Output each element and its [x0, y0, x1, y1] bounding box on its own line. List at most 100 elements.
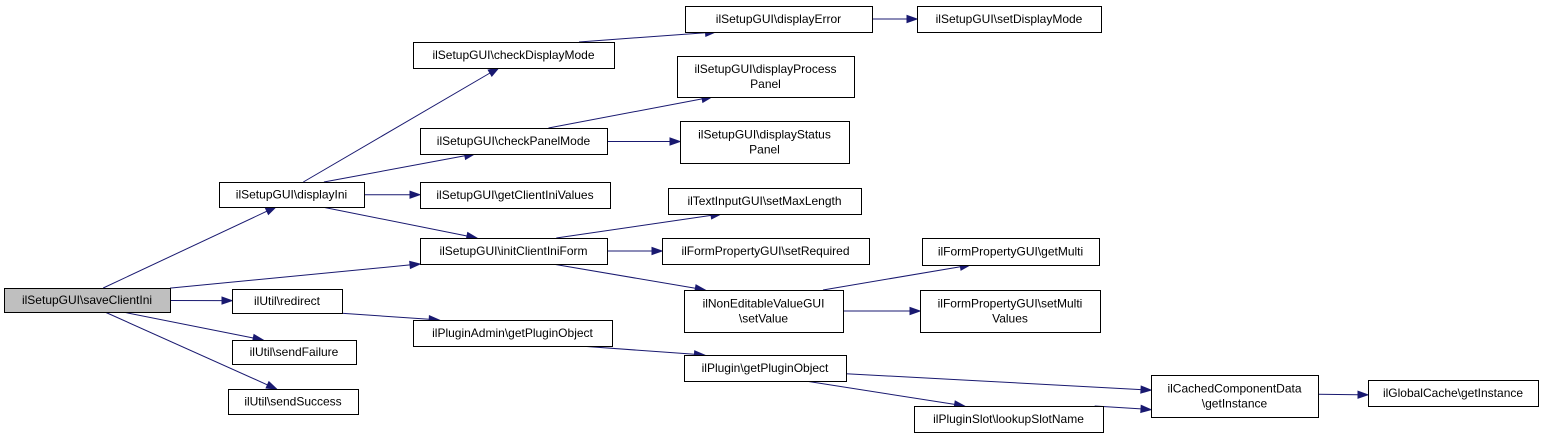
edge-line	[552, 263, 696, 289]
node-checkPanelMode[interactable]: ilSetupGUI\checkPanelMode	[420, 128, 608, 155]
edge-setValue-to-setMultiValues	[843, 306, 922, 316]
node-lookupSlotName[interactable]: ilPluginSlot\lookupSlotName	[914, 406, 1104, 433]
node-box	[668, 188, 862, 215]
node-saveClientIni[interactable]: ilSetupGUI\saveClientIni	[4, 288, 171, 313]
node-getClientIniValues[interactable]: ilSetupGUI\getClientIniValues	[420, 182, 611, 209]
node-cachedGetInstance[interactable]: ilCachedComponentData\getInstance	[1151, 375, 1319, 418]
edge-setValue-to-getMulti	[822, 262, 972, 291]
node-setRequired[interactable]: ilFormPropertyGUI\setRequired	[662, 238, 870, 265]
node-displayIni[interactable]: ilSetupGUI\displayIni	[219, 182, 365, 208]
edge-line	[322, 206, 468, 237]
node-box	[413, 320, 613, 347]
arrowhead-icon	[1357, 390, 1370, 399]
edge-line	[102, 210, 268, 289]
node-box	[420, 128, 608, 155]
node-label: ilFormPropertyGUI\setRequired	[681, 244, 849, 258]
node-redirect[interactable]: ilUtil\redirect	[232, 289, 343, 314]
node-box	[662, 238, 870, 265]
node-label: ilSetupGUI\initClientIniForm	[439, 244, 587, 258]
arrowhead-icon	[669, 137, 682, 146]
arrowhead-icon	[487, 67, 500, 77]
edge-line	[556, 214, 712, 239]
node-displayError[interactable]: ilSetupGUI\displayError	[685, 6, 873, 33]
edge-line	[104, 311, 268, 386]
node-box	[232, 340, 357, 365]
arrowhead-icon	[1140, 385, 1153, 394]
node-box	[413, 42, 615, 69]
node-sendFailure[interactable]: ilUtil\sendFailure	[232, 340, 357, 365]
node-label: \getInstance	[1202, 397, 1268, 411]
node-label: Panel	[750, 77, 781, 91]
edge-line	[122, 311, 254, 339]
edge-checkPanelMode-to-displayStatusPanel	[607, 137, 682, 146]
node-box	[914, 406, 1104, 433]
arrowhead-icon	[409, 190, 422, 199]
edge-line	[579, 345, 695, 355]
node-getPluginObject[interactable]: ilPlugin\getPluginObject	[684, 355, 847, 382]
arrowhead-icon	[651, 246, 664, 256]
edge-initClientIniForm-to-setMaxLength	[556, 211, 723, 239]
node-label: ilTextInputGUI\setMaxLength	[687, 194, 841, 208]
arrowhead-icon	[909, 306, 922, 316]
arrowhead-icon	[264, 206, 278, 216]
edge-initClientIniForm-to-setValue	[552, 263, 707, 293]
node-label: ilSetupGUI\displayError	[716, 12, 841, 26]
edge-line	[323, 155, 465, 183]
node-box	[4, 288, 171, 313]
node-label: ilUtil\sendFailure	[250, 345, 339, 359]
node-box	[1368, 380, 1539, 407]
edge-line	[548, 98, 703, 129]
edge-saveClientIni-to-redirect	[169, 296, 234, 305]
node-label: ilSetupGUI\checkDisplayMode	[432, 48, 594, 62]
node-label: ilPluginAdmin\getPluginObject	[432, 326, 593, 340]
edge-layer	[102, 14, 1370, 414]
edge-getPluginObject-to-lookupSlotName	[805, 380, 966, 409]
edge-line	[822, 266, 961, 291]
edge-cachedGetInstance-to-globalCacheGetInstance	[1317, 390, 1370, 399]
node-globalCacheGetInstance[interactable]: ilGlobalCache\getInstance	[1368, 380, 1539, 407]
edge-line	[169, 264, 411, 289]
node-label: ilSetupGUI\saveClientIni	[22, 293, 152, 307]
edge-displayIni-to-checkDisplayMode	[303, 67, 500, 183]
edge-saveClientIni-to-sendFailure	[122, 311, 265, 343]
node-box	[219, 182, 365, 208]
node-box	[920, 290, 1101, 333]
edge-line	[845, 373, 1142, 391]
node-checkDisplayMode[interactable]: ilSetupGUI\checkDisplayMode	[413, 42, 615, 69]
node-setValue[interactable]: ilNonEditableValueGUI\setValue	[684, 290, 844, 333]
edge-initClientIniForm-to-setRequired	[607, 246, 664, 256]
edge-saveClientIni-to-sendSuccess	[104, 311, 278, 390]
edge-displayError-to-setDisplayMode	[872, 14, 919, 24]
arrowhead-icon	[265, 380, 278, 390]
node-label: ilSetupGUI\checkPanelMode	[437, 134, 591, 148]
node-label: ilUtil\sendSuccess	[244, 395, 341, 409]
edge-saveClientIni-to-displayIni	[102, 206, 278, 289]
node-label: ilSetupGUI\displayStatus	[698, 128, 831, 142]
node-box	[420, 182, 611, 209]
node-box	[680, 121, 850, 164]
edge-line	[578, 32, 706, 43]
edge-getPluginObject-to-cachedGetInstance	[845, 373, 1153, 394]
edge-line	[337, 312, 430, 320]
edge-saveClientIni-to-initClientIniForm	[169, 260, 422, 289]
node-setMaxLength[interactable]: ilTextInputGUI\setMaxLength	[668, 188, 862, 215]
arrowhead-icon	[1140, 404, 1153, 414]
node-label: ilFormPropertyGUI\setMulti	[938, 297, 1083, 311]
edge-displayIni-to-initClientIniForm	[322, 206, 479, 241]
node-sendSuccess[interactable]: ilUtil\sendSuccess	[228, 389, 359, 415]
node-initClientIniForm[interactable]: ilSetupGUI\initClientIniForm	[420, 238, 608, 265]
node-label: ilPluginSlot\lookupSlotName	[933, 412, 1084, 426]
node-getMulti[interactable]: ilFormPropertyGUI\getMulti	[922, 238, 1100, 266]
node-box	[684, 290, 844, 333]
node-label: Values	[992, 312, 1028, 326]
node-getPluginObjectAdmin[interactable]: ilPluginAdmin\getPluginObject	[413, 320, 613, 347]
node-layer: ilSetupGUI\saveClientIni ilSetupGUI\displ…	[4, 6, 1539, 433]
node-label: \setValue	[739, 312, 788, 326]
node-setDisplayMode[interactable]: ilSetupGUI\setDisplayMode	[917, 6, 1102, 33]
node-label: ilPlugin\getPluginObject	[702, 361, 829, 375]
arrowhead-icon	[221, 296, 234, 305]
node-box	[232, 289, 343, 314]
